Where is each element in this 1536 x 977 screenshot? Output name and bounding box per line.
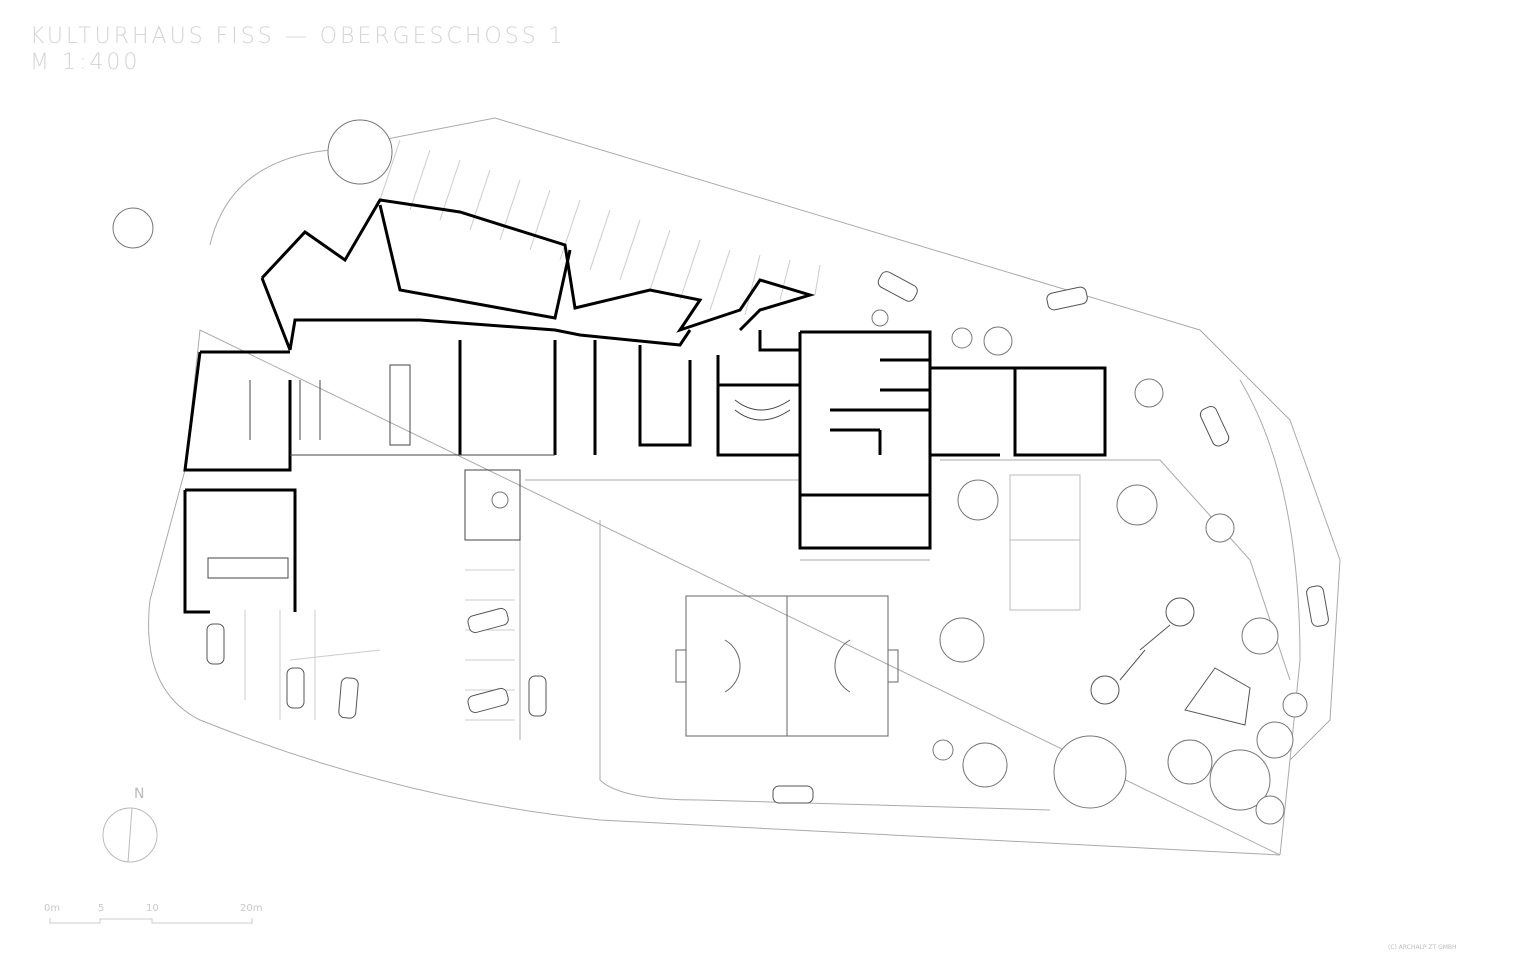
plan-scale-text: M 1:400 [30,50,141,75]
playground [1090,597,1251,726]
site-boundary [148,117,1341,856]
plan-title: KULTURHAUS FISS — OBERGESCHOSS 1 M 1:400 [30,24,566,76]
building-walls [183,198,1107,614]
cars [206,271,1329,804]
soccer-field [675,595,899,737]
plan-title-name: KULTURHAUS FISS — OBERGESCHOSS 1 [30,24,566,49]
north-arrow [102,807,158,863]
scale-label-10: 10 [146,903,159,914]
parking-lines [244,139,821,721]
scale-label-20: 20m [240,903,263,914]
scale-label-0: 0m [44,903,61,914]
sports-court [1009,474,1081,611]
interior-lines [207,364,791,579]
scale-bar [49,918,253,924]
copyright: (C) ARCHALP ZT GMBH [1388,944,1457,951]
scale-label-5: 5 [98,903,105,914]
north-label: N [134,786,145,802]
trees [112,119,1308,825]
